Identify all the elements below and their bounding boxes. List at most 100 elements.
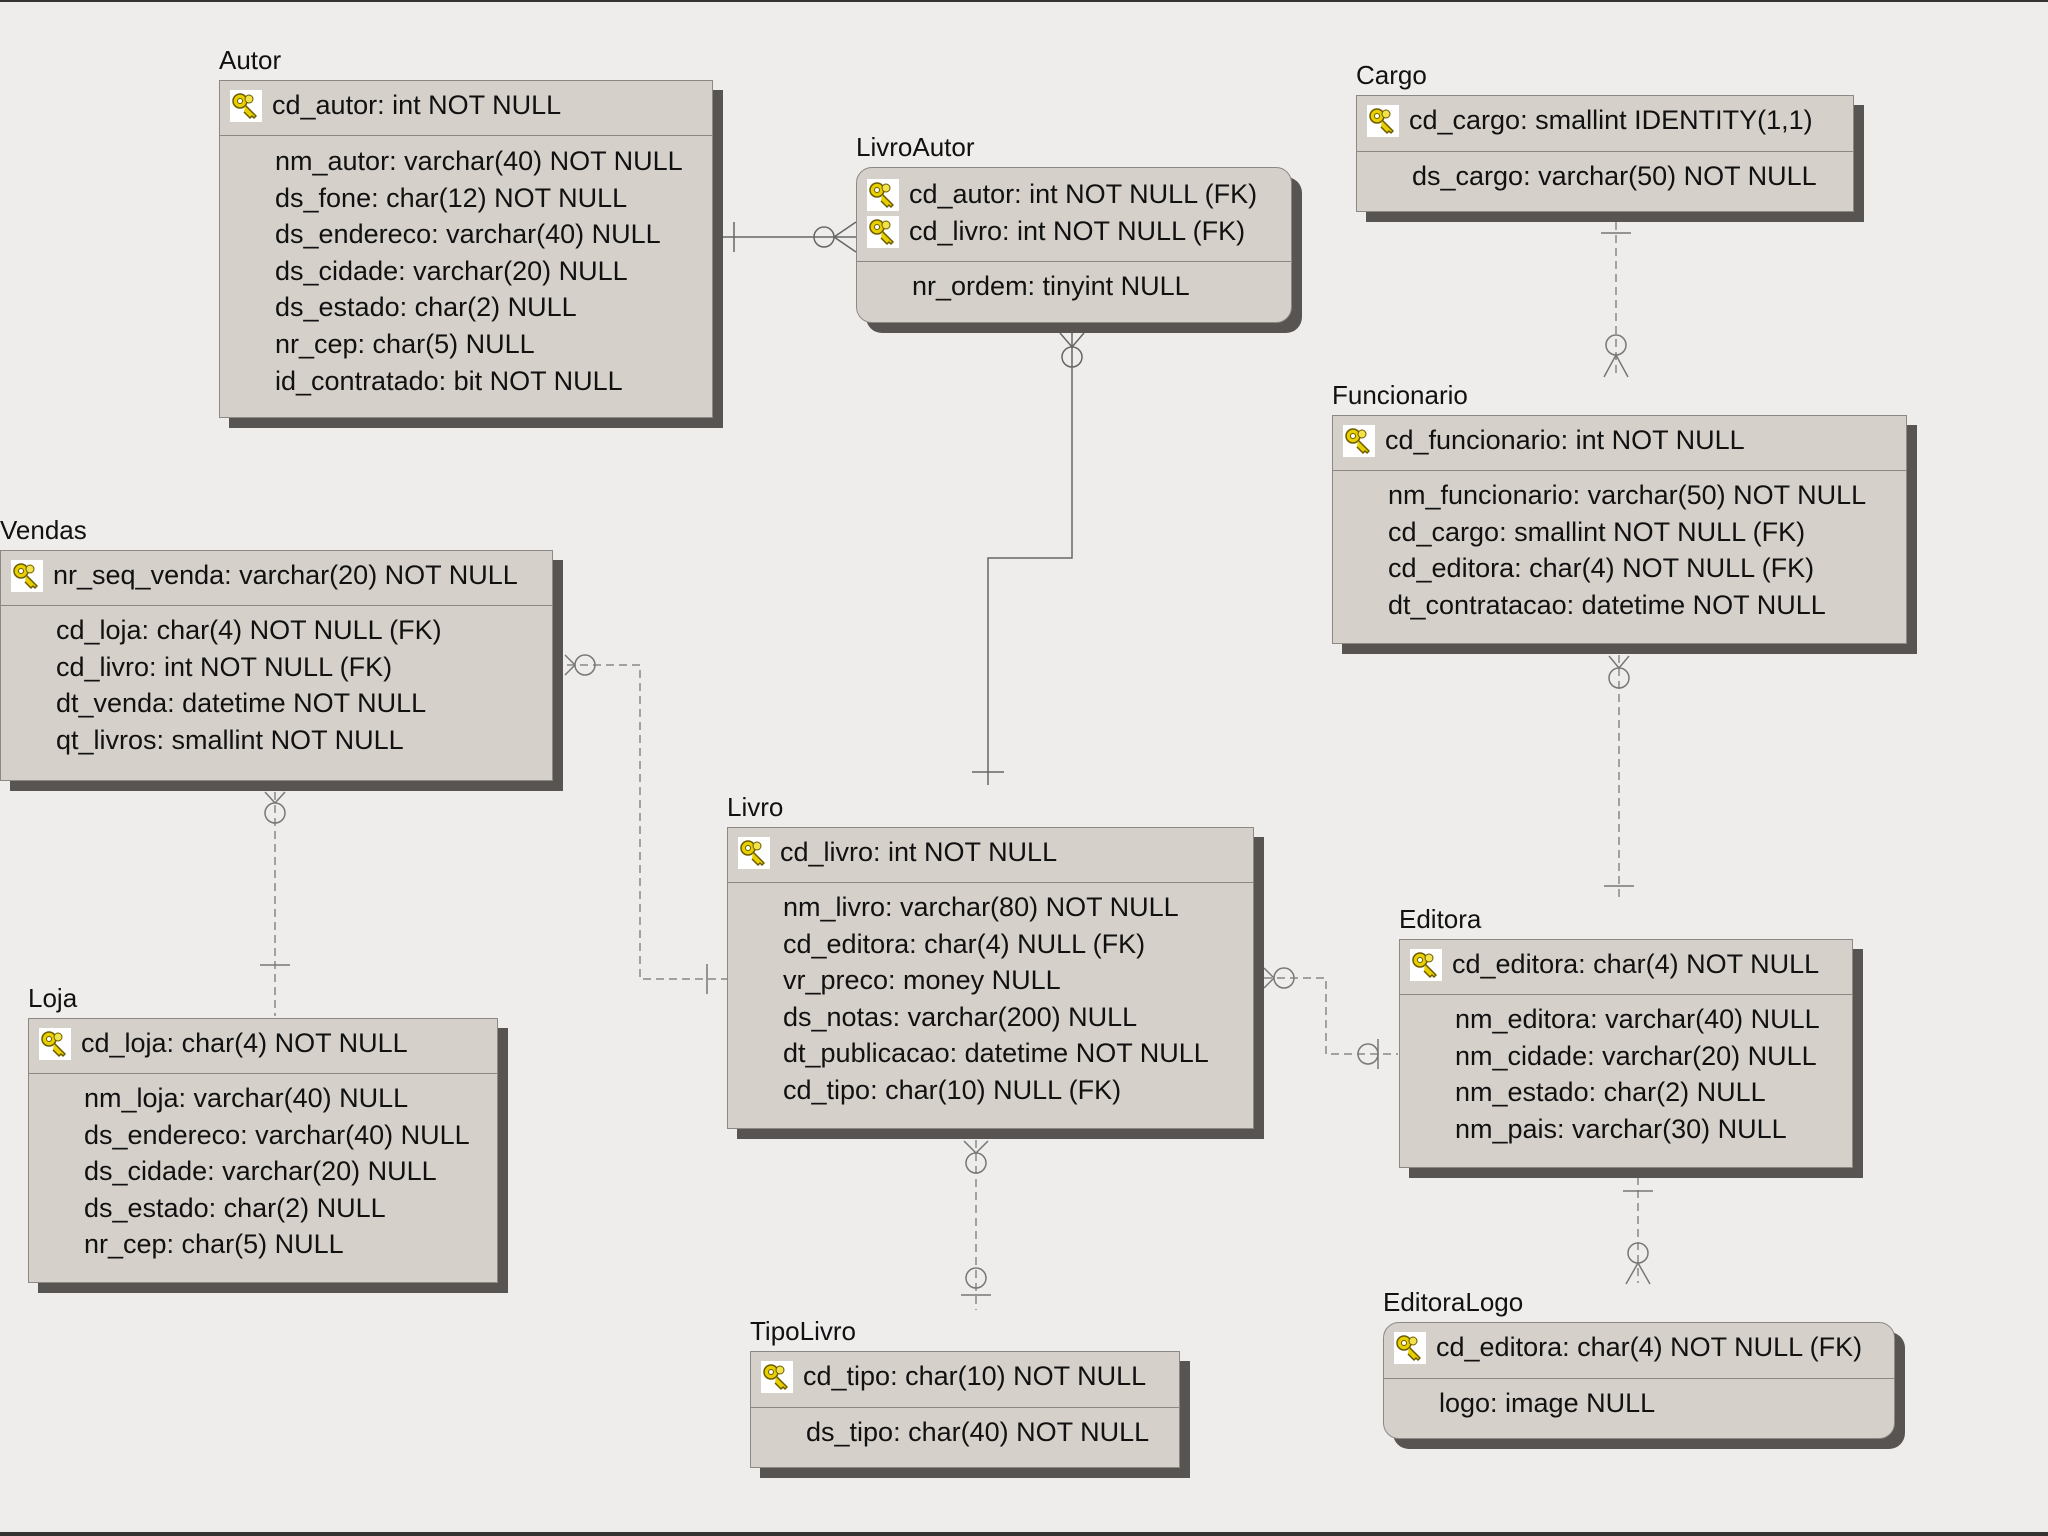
attribute-row[interactable]: nr_ordem: tinyint NULL <box>912 271 1190 301</box>
key-icon <box>230 89 262 122</box>
attribute-row[interactable]: nr_cep: char(5) NULL <box>275 328 535 359</box>
attribute-row[interactable]: nm_autor: varchar(40) NOT NULL <box>275 146 683 176</box>
pk-row[interactable]: cd_autor: int NOT NULL (FK) <box>857 176 1291 213</box>
attribute-row[interactable]: ds_tipo: char(40) NOT NULL <box>806 1417 1150 1447</box>
entity-cargo[interactable]: Cargo cd_cargo: smallint IDENTITY(1,1) d… <box>1356 60 1854 212</box>
attributes-section: nm_funcionario: varchar(50) NOT NULL cd_… <box>1333 477 1906 623</box>
attribute-row[interactable]: cd_editora: char(4) NOT NULL (FK) <box>1388 553 1815 584</box>
primary-key-section: nr_seq_venda: varchar(20) NOT NULL <box>1 551 552 606</box>
attribute-row[interactable]: ds_cidade: varchar(20) NULL <box>84 1156 437 1187</box>
key-icon <box>1367 104 1399 137</box>
attribute-row[interactable]: ds_fone: char(12) NOT NULL <box>275 182 628 213</box>
pk-label: cd_livro: int NOT NULL (FK) <box>909 216 1246 246</box>
attribute-row[interactable]: cd_editora: char(4) NULL (FK) <box>783 928 1146 959</box>
attribute-row[interactable]: vr_preco: money NULL <box>783 965 1061 996</box>
attribute-row[interactable]: ds_endereco: varchar(40) NULL <box>275 219 661 250</box>
key-icon <box>867 178 899 211</box>
pk-label: cd_autor: int NOT NULL <box>272 90 562 120</box>
attribute-row[interactable]: qt_livros: smallint NOT NULL <box>56 724 404 755</box>
link-autor-livroautor <box>715 221 857 253</box>
pk-row[interactable]: nr_seq_venda: varchar(20) NOT NULL <box>1 557 552 594</box>
attribute-row[interactable]: ds_cargo: varchar(50) NOT NULL <box>1412 161 1817 191</box>
pk-label: nr_seq_venda: varchar(20) NOT NULL <box>53 560 518 590</box>
entity-name: Loja <box>28 983 78 1013</box>
attribute-row[interactable]: dt_contratacao: datetime NOT NULL <box>1388 589 1826 620</box>
attribute-row[interactable]: cd_loja: char(4) NOT NULL (FK) <box>56 615 442 645</box>
entity-funcionario[interactable]: Funcionario cd_funcionario: int NOT NULL… <box>1332 380 1907 644</box>
pk-row[interactable]: cd_tipo: char(10) NOT NULL <box>751 1358 1179 1395</box>
pk-label: cd_cargo: smallint IDENTITY(1,1) <box>1409 105 1813 135</box>
entity-vendas[interactable]: Vendas nr_seq_venda: varchar(20) NOT NUL… <box>0 515 553 781</box>
entity-box: cd_editora: char(4) NOT NULL nm_editora:… <box>1399 939 1853 1168</box>
bottom-border-line <box>0 1532 2048 1536</box>
attribute-row[interactable]: nm_estado: char(2) NULL <box>1455 1077 1766 1108</box>
pk-row[interactable]: cd_editora: char(4) NOT NULL (FK) <box>1384 1329 1894 1366</box>
primary-key-section: cd_editora: char(4) NOT NULL (FK) <box>1384 1323 1894 1379</box>
pk-label: cd_funcionario: int NOT NULL <box>1385 425 1745 455</box>
primary-key-section: cd_autor: int NOT NULL (FK) cd_livro: in… <box>857 168 1291 262</box>
entity-box: cd_tipo: char(10) NOT NULL ds_tipo: char… <box>750 1351 1180 1468</box>
pk-row[interactable]: cd_autor: int NOT NULL <box>220 87 712 124</box>
pk-row[interactable]: cd_livro: int NOT NULL (FK) <box>857 213 1291 250</box>
key-icon <box>1394 1331 1426 1364</box>
pk-row[interactable]: cd_editora: char(4) NOT NULL <box>1400 946 1852 983</box>
entity-tipolivro[interactable]: TipoLivro cd_tipo: char(10) NOT NULL ds_… <box>750 1316 1180 1468</box>
pk-label: cd_editora: char(4) NOT NULL (FK) <box>1436 1332 1863 1362</box>
attribute-row[interactable]: ds_cidade: varchar(20) NULL <box>275 255 628 286</box>
attribute-row[interactable]: dt_venda: datetime NOT NULL <box>56 688 427 719</box>
primary-key-section: cd_livro: int NOT NULL <box>728 828 1253 883</box>
entity-box: cd_livro: int NOT NULL nm_livro: varchar… <box>727 827 1254 1129</box>
top-border-line <box>0 0 2048 2</box>
key-icon <box>39 1027 71 1060</box>
attribute-row[interactable]: nm_editora: varchar(40) NULL <box>1455 1004 1820 1034</box>
primary-key-section: cd_tipo: char(10) NOT NULL <box>751 1352 1179 1408</box>
pk-row[interactable]: cd_cargo: smallint IDENTITY(1,1) <box>1357 102 1853 139</box>
attribute-row[interactable]: cd_tipo: char(10) NULL (FK) <box>783 1074 1122 1105</box>
entity-name: Cargo <box>1356 60 1427 90</box>
entity-livro[interactable]: Livro cd_livro: int NOT NULL nm_livro: v… <box>727 792 1254 1129</box>
attribute-row[interactable]: ds_estado: char(2) NULL <box>84 1192 386 1223</box>
entity-editoralogo[interactable]: EditoraLogo cd_editora: char(4) NOT NULL… <box>1383 1287 1895 1439</box>
attribute-row[interactable]: nm_loja: varchar(40) NULL <box>84 1083 409 1113</box>
pk-row[interactable]: cd_loja: char(4) NOT NULL <box>29 1025 497 1062</box>
attribute-row[interactable]: ds_notas: varchar(200) NULL <box>783 1001 1138 1032</box>
key-icon <box>738 836 770 869</box>
primary-key-section: cd_editora: char(4) NOT NULL <box>1400 940 1852 995</box>
key-icon <box>761 1360 793 1393</box>
attributes-section: nm_livro: varchar(80) NOT NULL cd_editor… <box>728 889 1253 1109</box>
entity-box: cd_editora: char(4) NOT NULL (FK) logo: … <box>1383 1322 1895 1439</box>
entity-editora[interactable]: Editora cd_editora: char(4) NOT NULL nm_… <box>1399 904 1853 1168</box>
entity-box: cd_funcionario: int NOT NULL nm_funciona… <box>1332 415 1907 644</box>
pk-row[interactable]: cd_funcionario: int NOT NULL <box>1333 422 1906 459</box>
entity-box: cd_cargo: smallint IDENTITY(1,1) ds_carg… <box>1356 95 1854 212</box>
entity-box: nr_seq_venda: varchar(20) NOT NULL cd_lo… <box>0 550 553 781</box>
entity-livroautor[interactable]: LivroAutor cd_autor: int NOT NULL (FK) c… <box>856 132 1292 323</box>
entity-name: TipoLivro <box>750 1316 856 1346</box>
attribute-row[interactable]: cd_livro: int NOT NULL (FK) <box>56 651 393 682</box>
pk-label: cd_editora: char(4) NOT NULL <box>1452 949 1820 979</box>
attributes-section: logo: image NULL <box>1384 1385 1894 1422</box>
pk-label: cd_autor: int NOT NULL (FK) <box>909 179 1258 209</box>
attributes-section: nm_loja: varchar(40) NULL ds_endereco: v… <box>29 1080 497 1263</box>
entity-autor[interactable]: Autor cd_autor: int NOT NULL nm_autor: v… <box>219 45 713 418</box>
link-livro-livroautor <box>972 330 1085 785</box>
attribute-row[interactable]: nm_livro: varchar(80) NOT NULL <box>783 892 1179 922</box>
attribute-row[interactable]: cd_cargo: smallint NOT NULL (FK) <box>1388 516 1806 547</box>
attribute-row[interactable]: nm_pais: varchar(30) NULL <box>1455 1113 1787 1144</box>
attributes-section: cd_loja: char(4) NOT NULL (FK) cd_livro:… <box>1 612 552 758</box>
attribute-row[interactable]: nr_cep: char(5) NULL <box>84 1229 344 1260</box>
attribute-row[interactable]: nm_cidade: varchar(20) NULL <box>1455 1040 1817 1071</box>
attribute-row[interactable]: logo: image NULL <box>1439 1388 1656 1418</box>
attribute-row[interactable]: nm_funcionario: varchar(50) NOT NULL <box>1388 480 1867 510</box>
attribute-row[interactable]: id_contratado: bit NOT NULL <box>275 365 623 396</box>
attribute-row[interactable]: dt_publicacao: datetime NOT NULL <box>783 1038 1209 1069</box>
entity-name: EditoraLogo <box>1383 1287 1524 1317</box>
pk-row[interactable]: cd_livro: int NOT NULL <box>728 834 1253 871</box>
attribute-row[interactable]: ds_endereco: varchar(40) NULL <box>84 1119 470 1150</box>
attribute-row[interactable]: ds_estado: char(2) NULL <box>275 292 577 323</box>
entity-loja[interactable]: Loja cd_loja: char(4) NOT NULL nm_loja: … <box>28 983 498 1283</box>
entity-name: Funcionario <box>1332 380 1468 410</box>
pk-label: cd_tipo: char(10) NOT NULL <box>803 1361 1147 1391</box>
attributes-section: ds_cargo: varchar(50) NOT NULL <box>1357 158 1853 195</box>
